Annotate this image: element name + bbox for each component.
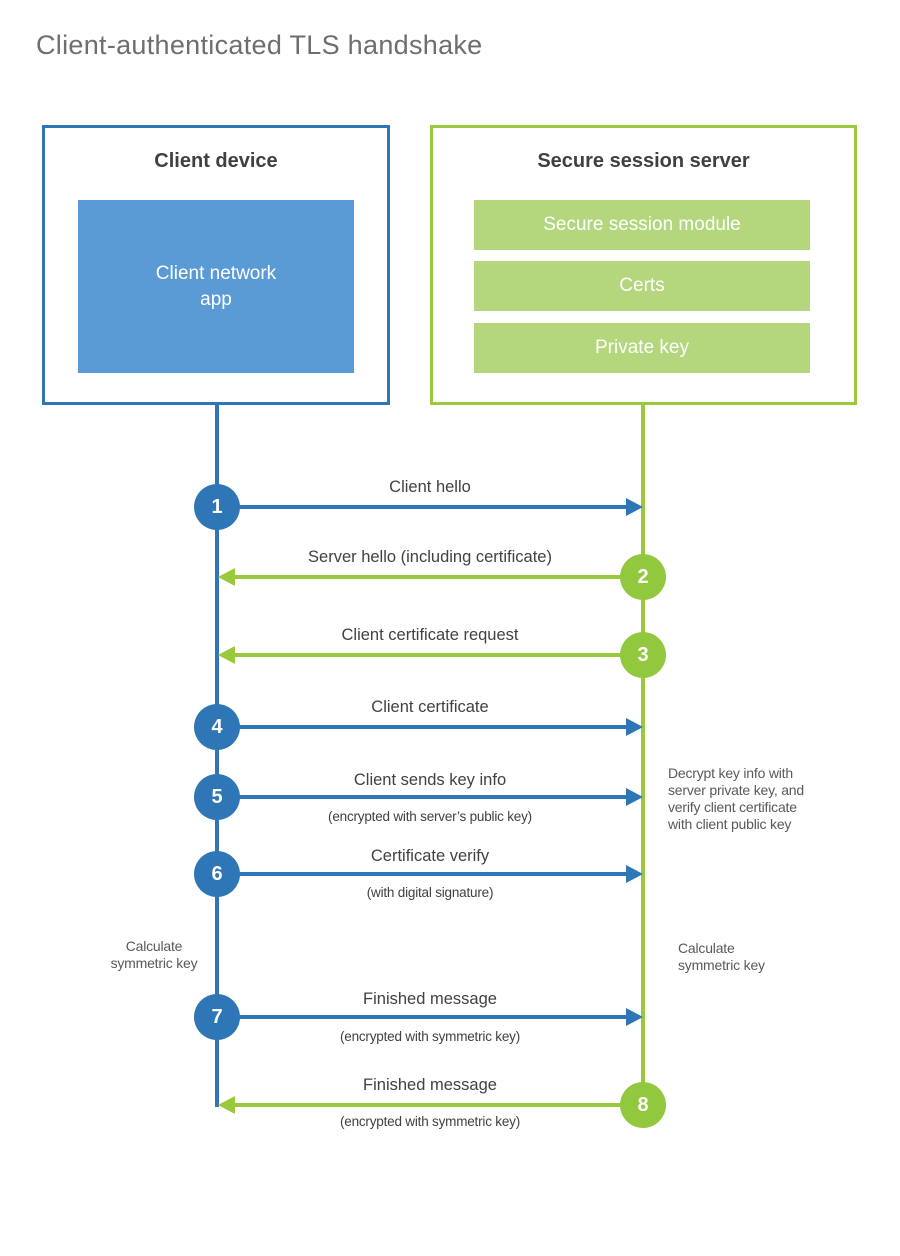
server-title: Secure session server: [537, 150, 750, 172]
arrowhead-right-icon: [626, 1008, 643, 1026]
step-badge-6: 6: [194, 851, 240, 897]
arrow-shaft-7: [217, 1015, 627, 1019]
step-badge-3: 3: [620, 632, 666, 678]
step-badge-5: 5: [194, 774, 240, 820]
note-calculate-symmetric-key-client: Calculate symmetric key: [110, 938, 198, 971]
arrowhead-left-icon: [218, 646, 235, 664]
message-label-1: Client hello: [389, 478, 471, 496]
arrowhead-right-icon: [626, 718, 643, 736]
step-badge-8: 8: [620, 1082, 666, 1128]
message-sublabel-5: (encrypted with server’s public key): [328, 809, 532, 824]
arrowhead-right-icon: [626, 865, 643, 883]
arrow-shaft-3: [235, 653, 643, 657]
arrowhead-left-icon: [218, 568, 235, 586]
note-decrypt-key-info: Decrypt key info with server private key…: [668, 765, 804, 832]
message-label-5: Client sends key info: [353, 771, 507, 789]
arrow-shaft-5: [217, 795, 627, 799]
arrowhead-right-icon: [626, 788, 643, 806]
arrow-shaft-2: [235, 575, 643, 579]
step-badge-4: 4: [194, 704, 240, 750]
arrow-shaft-6: [217, 872, 627, 876]
step-badge-1: 1: [194, 484, 240, 530]
step-badge-7: 7: [194, 994, 240, 1040]
client-device-box: Client device Client network app: [42, 125, 390, 405]
server-module-certs: Certs: [474, 261, 810, 311]
arrow-shaft-1: [217, 505, 627, 509]
message-label-6: Certificate verify: [370, 847, 490, 865]
note-calculate-symmetric-key-server: Calculate symmetric key: [678, 940, 765, 973]
message-sublabel-8: (encrypted with symmetric key): [339, 1114, 521, 1129]
arrowhead-left-icon: [218, 1096, 235, 1114]
step-badge-2: 2: [620, 554, 666, 600]
arrow-shaft-8: [235, 1103, 643, 1107]
client-device-title: Client device: [154, 150, 278, 172]
message-label-8: Finished message: [363, 1076, 497, 1094]
message-sublabel-7: (encrypted with symmetric key): [339, 1029, 521, 1044]
server-module-secure-session: Secure session module: [474, 200, 810, 250]
message-label-4: Client certificate: [371, 698, 489, 716]
message-label-7: Finished message: [363, 990, 497, 1008]
server-box: Secure session server Secure session mod…: [430, 125, 857, 405]
client-lifeline: [215, 405, 219, 1107]
server-lifeline: [641, 405, 645, 1105]
arrowhead-right-icon: [626, 498, 643, 516]
page-title: Client-authenticated TLS handshake: [36, 30, 483, 60]
message-label-3: Client certificate request: [341, 626, 519, 644]
arrow-shaft-4: [217, 725, 627, 729]
client-network-app-box: Client network app: [78, 200, 354, 373]
message-label-2: Server hello (including certificate): [308, 548, 552, 566]
message-sublabel-6: (with digital signature): [366, 885, 494, 900]
server-module-private-key: Private key: [474, 323, 810, 373]
